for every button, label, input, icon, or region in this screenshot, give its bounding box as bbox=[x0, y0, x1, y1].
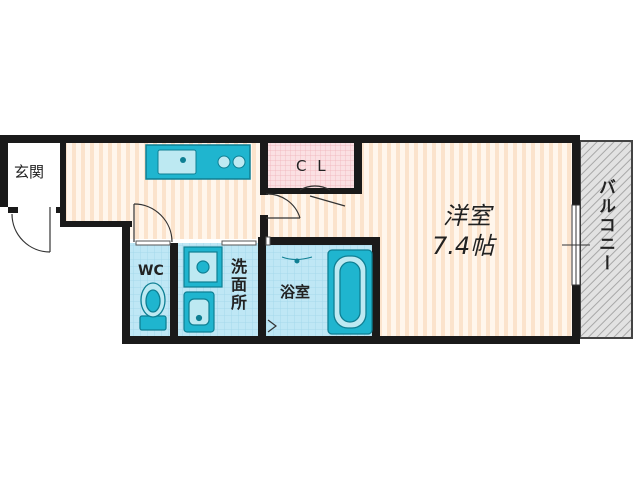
entrance-door bbox=[11, 207, 51, 253]
toilet bbox=[139, 282, 167, 331]
western-room-label: 洋室 bbox=[443, 202, 491, 230]
washroom-label: 洗面所 bbox=[228, 258, 247, 312]
washroom-door bbox=[265, 193, 301, 219]
door-thresholds bbox=[135, 236, 271, 246]
wash-basin bbox=[183, 291, 215, 333]
bathroom-door bbox=[267, 319, 277, 333]
shower-area bbox=[281, 256, 313, 264]
walls bbox=[0, 135, 580, 344]
washing-machine-pan bbox=[183, 246, 223, 288]
closet-floor bbox=[268, 143, 356, 188]
wc-door bbox=[133, 203, 173, 243]
wc-label: WC bbox=[138, 263, 164, 279]
closet-door bbox=[299, 185, 346, 207]
entrance-floor bbox=[8, 143, 64, 207]
western-room-size: 7.4帖 bbox=[432, 232, 495, 260]
closet-label: C L bbox=[296, 157, 329, 175]
bathroom-label: 浴室 bbox=[280, 283, 311, 301]
balcony-label: バルコニー bbox=[595, 178, 615, 273]
kitchen-counter bbox=[145, 144, 251, 180]
entrance-label: 玄関 bbox=[14, 163, 45, 181]
balcony-window bbox=[562, 204, 590, 286]
bathtub bbox=[327, 249, 373, 335]
